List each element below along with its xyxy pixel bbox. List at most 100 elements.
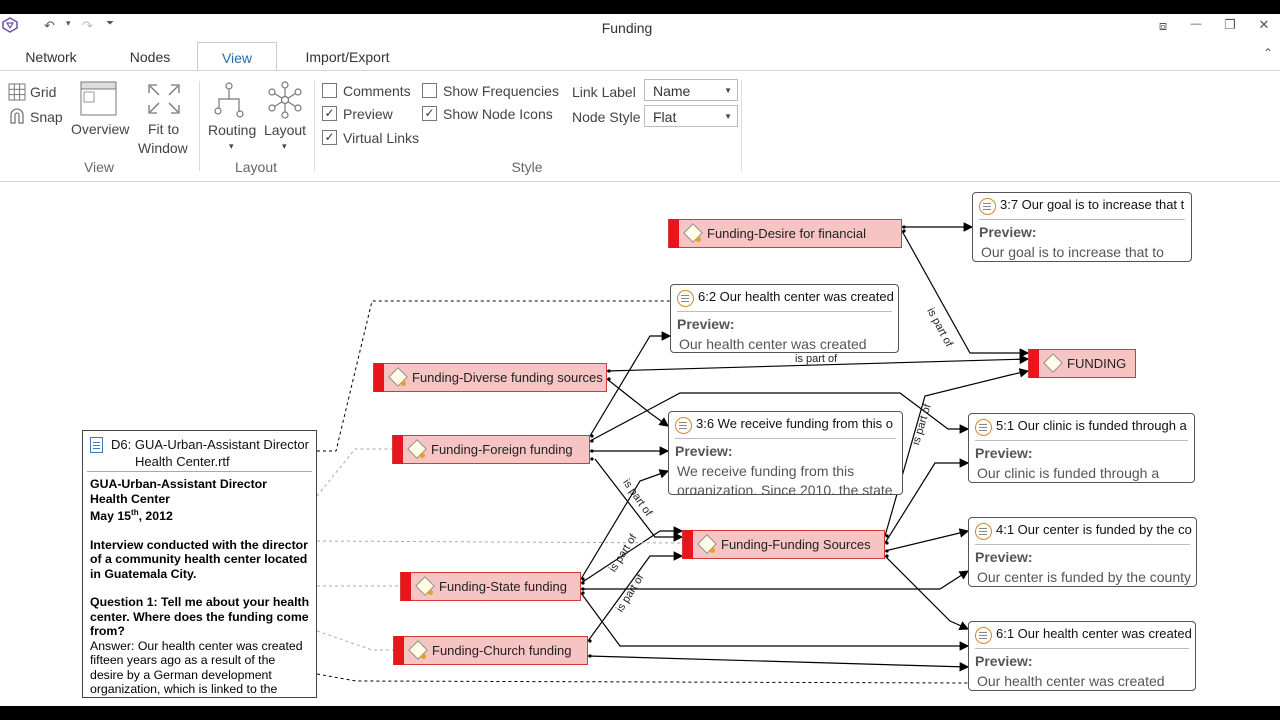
code-node-desire[interactable]: Funding-Desire for financial [668,219,902,248]
undo-menu-icon[interactable]: ▾ [66,18,71,28]
fit-to-window-icon[interactable] [147,83,181,115]
comment-dot-icon [420,453,425,458]
routing-dropdown-icon[interactable]: ▾ [229,141,234,151]
quote-divider [979,219,1185,220]
quotation-icon [675,417,692,434]
minimize-icon[interactable]: — [1190,18,1202,30]
layout-icon[interactable] [268,81,302,119]
document-title-line-1: D6: GUA-Urban-Assistant Director [111,437,309,452]
grid-icon [8,83,26,101]
undo-icon[interactable]: ↶ [44,18,55,33]
code-node-funding[interactable]: FUNDING [1028,349,1136,378]
redo-icon[interactable]: ↷ [82,18,93,33]
virtual-link-doc-to-quote-6-1 [316,673,969,684]
chevron-down-icon: ▼ [724,86,732,95]
show-frequencies-checkbox[interactable] [422,83,437,98]
show-node-icons-label[interactable]: Show Node Icons [443,106,553,122]
quote-node-4-1[interactable]: 4:1 Our center is funded by the co Previe… [968,517,1197,587]
quote-divider [677,311,892,312]
overview-button-label[interactable]: Overview [71,121,130,137]
quote-title: 5:1 Our clinic is funded through a [996,418,1187,433]
code-color-bar [1029,349,1039,378]
code-color-bar [683,530,693,559]
link-state-to-sources [580,526,684,584]
quote-title: 6:2 Our health center was created [698,289,894,304]
code-node-state[interactable]: Funding-State funding [400,572,581,601]
quote-divider [975,440,1188,441]
quotation-icon [975,523,992,540]
layout-button-label[interactable]: Layout [264,122,307,138]
code-node-foreign[interactable]: Funding-Foreign funding [392,435,590,464]
ribbon: Grid Snap Overview Fit to Window View Ro… [0,70,1280,182]
doc-answer: Answer: Our health center was created fi… [90,638,303,697]
code-node-church[interactable]: Funding-Church funding [393,636,588,665]
ribbon-separator [199,81,200,171]
restore-icon[interactable]: ❐ [1224,17,1236,32]
preview-checkbox[interactable]: ✓ [322,106,337,121]
code-color-bar [669,219,679,248]
preview-label: Preview: [975,549,1033,565]
code-node-diverse[interactable]: Funding-Diverse funding sources [373,363,607,392]
link-sources-to-quote-6-1 [884,555,970,630]
overview-icon[interactable] [80,81,117,116]
code-color-bar [394,636,404,665]
link-foreign-to-quote-6-2 [589,331,672,437]
code-color-bar [393,435,403,464]
doc-date: May 15th, 2012 [90,508,173,524]
quote-node-5-1[interactable]: 5:1 Our clinic is funded through a Previe… [968,413,1195,483]
virtual-links-checkbox[interactable]: ✓ [322,130,337,145]
atlas-app-icon[interactable] [2,17,18,33]
link-label-label: Link Label [572,84,636,100]
virtual-link-doc-to-sources [316,540,683,544]
pin-window-icon[interactable]: ⧈ [1158,18,1168,33]
quote-title: 4:1 Our center is funded by the co [996,522,1192,537]
comment-dot-icon [421,654,426,659]
link-diverse-to-funding [606,354,1030,372]
edge-label-is-part-of: is part of [795,353,838,365]
layout-dropdown-icon[interactable]: ▾ [282,141,287,151]
customize-toolbar-icon[interactable]: ⏷ [106,18,114,29]
link-label-select[interactable]: Name ▼ [644,79,738,101]
grid-button[interactable]: Grid [30,84,57,100]
chevron-down-icon: ▼ [724,112,732,121]
virtual-links-label[interactable]: Virtual Links [343,130,420,146]
tab-import-export[interactable]: Import/Export [305,49,390,65]
preview-label: Preview: [975,445,1033,461]
show-frequencies-label[interactable]: Show Frequencies [443,83,559,99]
comments-checkbox[interactable] [322,83,337,98]
link-desire-to-funding [901,230,1030,358]
link-label-value: Name [653,83,691,99]
document-divider [87,471,312,472]
link-state-to-quote-4-1 [581,570,970,590]
fit-to-window-label-1[interactable]: Fit to [148,121,180,137]
tab-nodes[interactable]: Nodes [129,49,171,65]
collapse-ribbon-icon[interactable]: ⌃ [1262,46,1274,60]
tab-view[interactable]: View [197,42,277,71]
network-canvas[interactable]: is part of is part of is part of is part… [0,181,1280,706]
doc-heading-line-1: GUA-Urban-Assistant Director [90,477,267,491]
fit-to-window-label-2[interactable]: Window [138,140,188,156]
comments-label[interactable]: Comments [343,83,411,99]
node-style-select[interactable]: Flat▼ [644,105,738,127]
document-title-line-2: Health Center.rtf [135,454,230,469]
link-church-to-quote-6-1 [587,655,970,672]
code-color-bar [401,572,411,601]
link-sources-to-quote-5-1 [884,458,970,544]
preview-text: Our clinic is funded through a [977,465,1160,481]
quote-title: 3:6 We receive funding from this o [696,416,894,431]
code-node-funding-sources[interactable]: Funding-Funding Sources [682,530,885,559]
document-icon [90,437,103,453]
preview-label[interactable]: Preview [343,106,393,122]
routing-button-label[interactable]: Routing [208,122,257,138]
snap-button[interactable]: Snap [30,109,63,125]
close-icon[interactable]: ✕ [1258,17,1270,32]
show-node-icons-checkbox[interactable]: ✓ [422,106,437,121]
routing-icon[interactable] [213,81,245,119]
snap-magnet-icon [10,108,24,124]
tab-network[interactable]: Network [25,49,77,65]
